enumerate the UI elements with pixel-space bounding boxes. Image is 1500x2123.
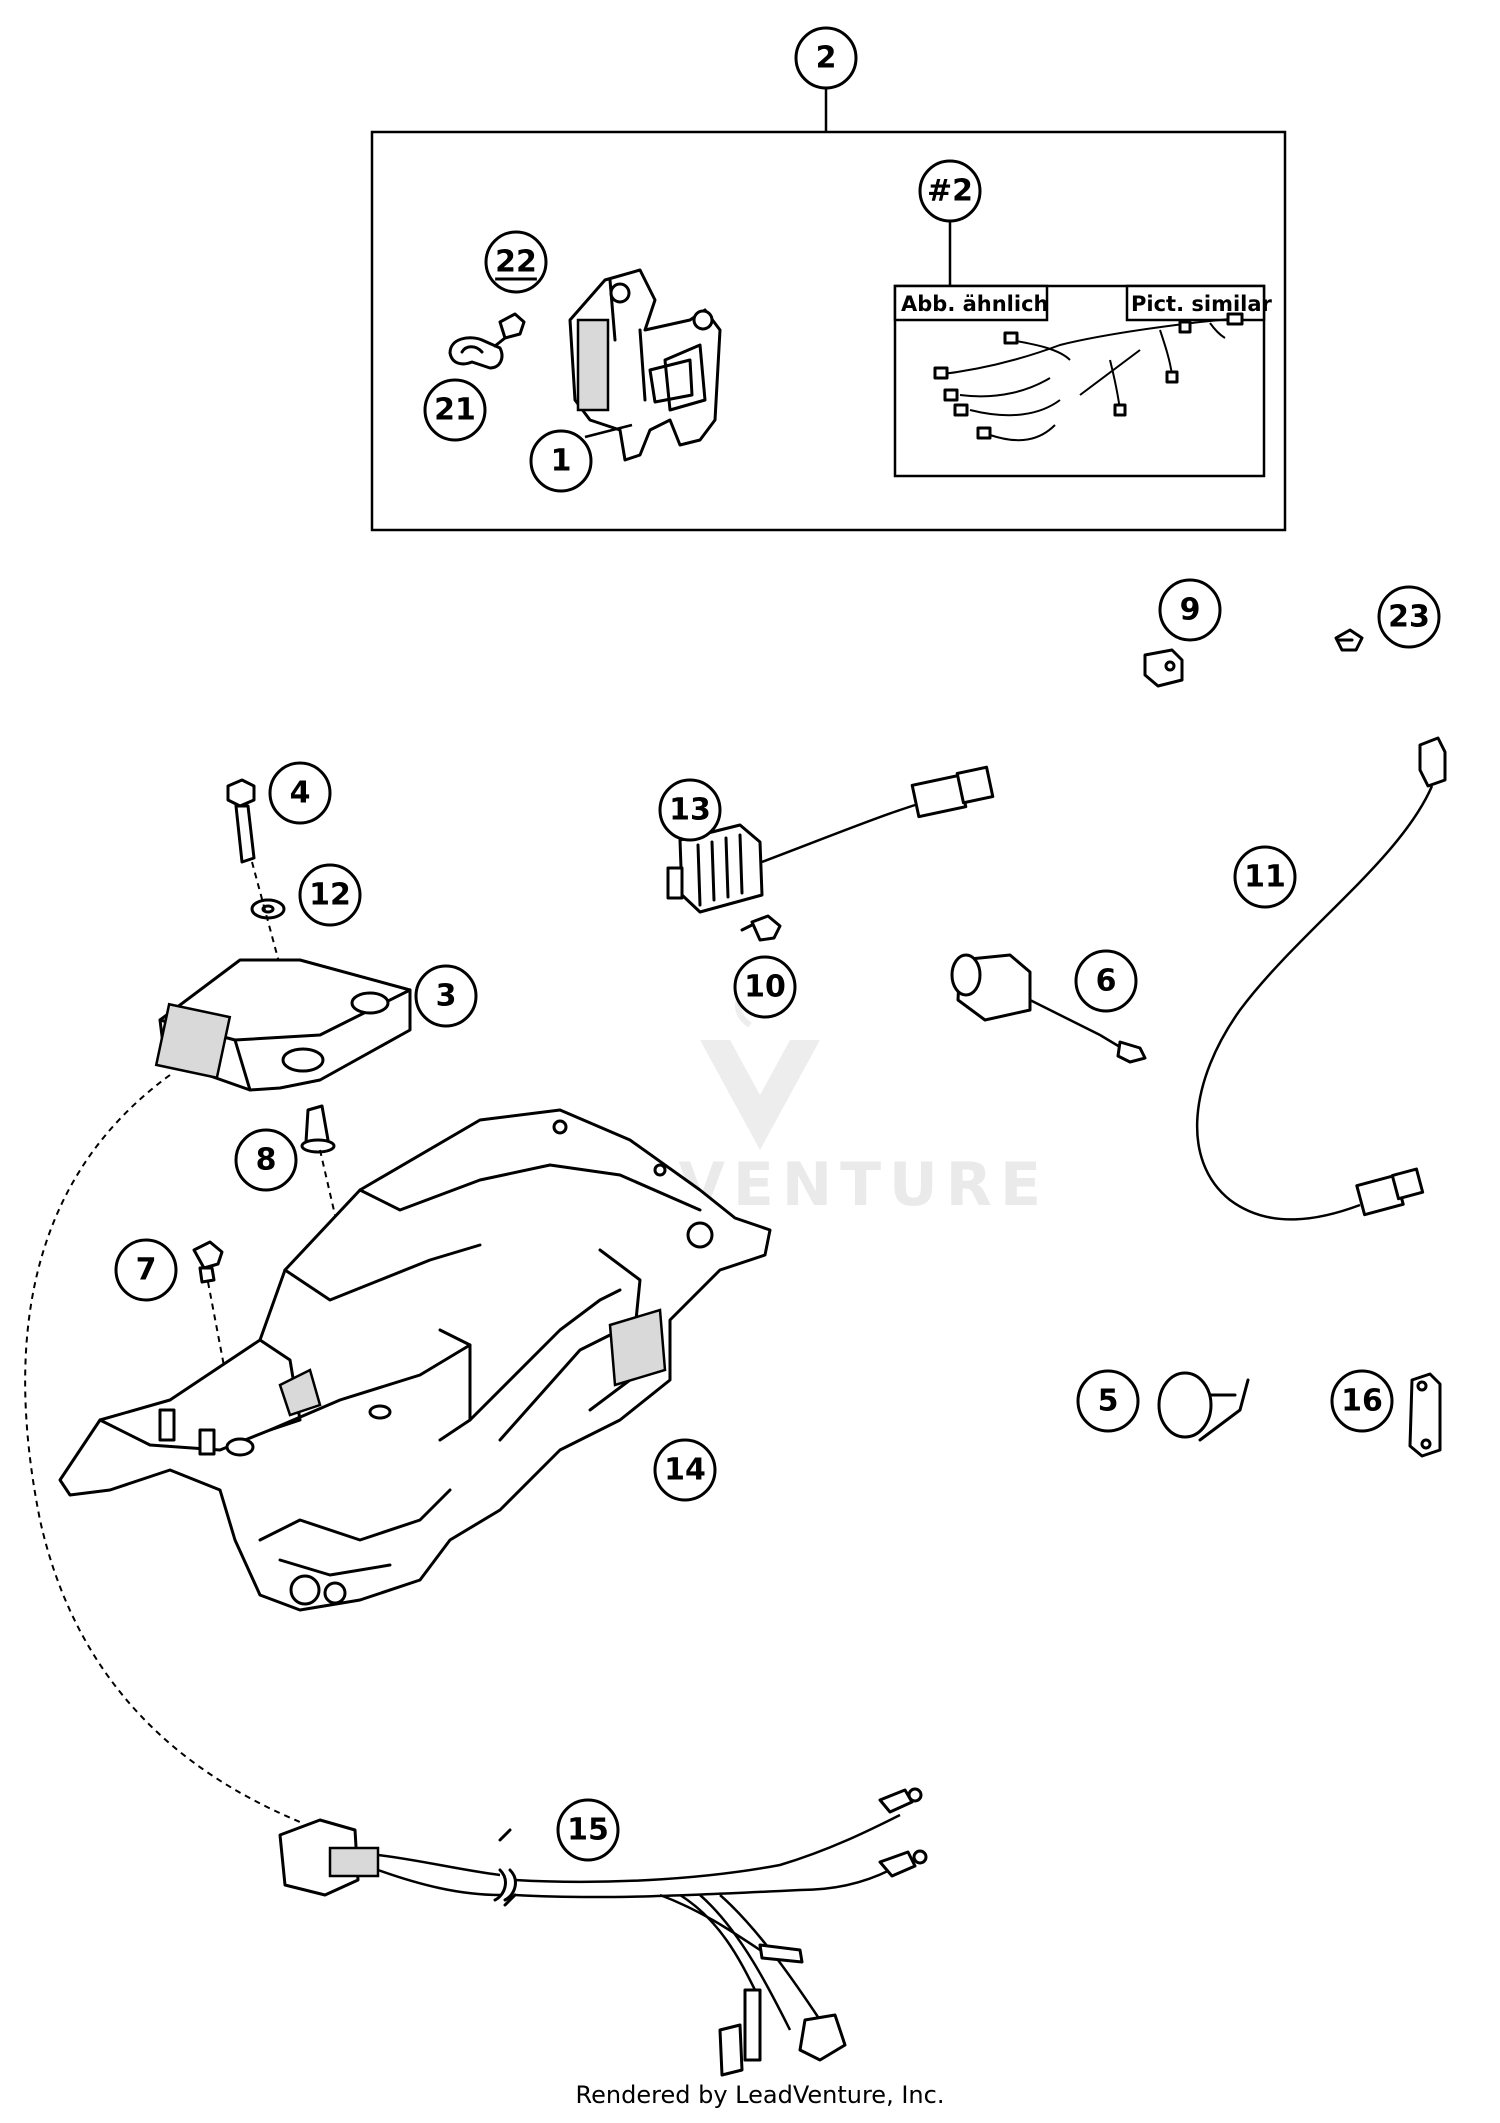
svg-text:8: 8 xyxy=(256,1143,277,1178)
grommet-part xyxy=(300,1104,336,1154)
footer-credit: Rendered by LeadVenture, Inc. xyxy=(576,2081,945,2109)
rubber-strap-part xyxy=(1408,1372,1442,1458)
svg-text:10: 10 xyxy=(744,970,786,1005)
svg-text:3: 3 xyxy=(436,979,457,1014)
svg-text:9: 9 xyxy=(1180,593,1201,628)
svg-text:22: 22 xyxy=(495,245,537,280)
callout-4: 4 xyxy=(268,761,332,825)
svg-text:14: 14 xyxy=(664,1453,706,1488)
clamp-part xyxy=(448,336,504,370)
voltage-regulator-part xyxy=(666,765,995,914)
callout-harness-2: #2 xyxy=(918,159,982,223)
svg-text:12: 12 xyxy=(309,878,351,913)
kit-box xyxy=(370,88,1287,532)
svg-text:#2: #2 xyxy=(927,174,973,209)
cable-tie-part xyxy=(1157,1371,1250,1442)
callout-22: 22 xyxy=(484,230,548,294)
rubber-cap-part xyxy=(1143,648,1184,688)
callout-3: 3 xyxy=(414,964,478,1028)
screw-part xyxy=(192,1240,224,1284)
assembly-line-bolt xyxy=(251,861,301,1041)
switch-bracket-part xyxy=(568,268,722,462)
svg-text:11: 11 xyxy=(1244,860,1286,895)
svg-text:16: 16 xyxy=(1341,1384,1383,1419)
callout-13: 13 xyxy=(658,778,722,842)
electronics-bracket-part xyxy=(58,1108,772,1612)
callout-11: 11 xyxy=(1233,845,1297,909)
svg-text:7: 7 xyxy=(136,1253,157,1288)
callout-9: 9 xyxy=(1158,578,1222,642)
callout-5: 5 xyxy=(1076,1369,1140,1433)
ecu-part xyxy=(154,958,412,1092)
callout-1: 1 xyxy=(529,429,593,493)
svg-text:5: 5 xyxy=(1098,1384,1119,1419)
pict-similar-label-en: Pict. similar xyxy=(1131,292,1273,316)
small-clip-part xyxy=(1334,628,1364,652)
small-screw-part xyxy=(493,312,526,348)
callout-21: 21 xyxy=(423,378,487,442)
callout-23: 23 xyxy=(1377,585,1441,649)
wiring-harness-icon xyxy=(933,312,1244,442)
svg-text:23: 23 xyxy=(1388,600,1430,635)
pict-similar-label-de: Abb. ähnlich xyxy=(901,292,1048,316)
callout-16: 16 xyxy=(1330,1369,1394,1433)
leader-1 xyxy=(584,423,633,439)
washer-part xyxy=(250,898,286,920)
svg-text:2: 2 xyxy=(816,41,837,76)
svg-text:6: 6 xyxy=(1096,964,1117,999)
callout-7: 7 xyxy=(114,1238,178,1302)
svg-text:15: 15 xyxy=(567,1813,609,1848)
ground-cable-part xyxy=(1195,736,1447,1221)
callout-12: 12 xyxy=(298,863,362,927)
svg-text:13: 13 xyxy=(669,793,711,828)
harness-subbox: Abb. ähnlich Pict. similar xyxy=(893,211,1273,478)
callout-6: 6 xyxy=(1074,949,1138,1013)
callout-14: 14 xyxy=(653,1438,717,1502)
sensor-part xyxy=(950,953,1147,1064)
svg-text:4: 4 xyxy=(290,776,311,811)
callout-15: 15 xyxy=(556,1798,620,1862)
callout-2: 2 xyxy=(794,26,858,90)
svg-text:1: 1 xyxy=(551,444,572,479)
bolt-part xyxy=(226,778,256,864)
callout-10: 10 xyxy=(733,955,797,1019)
ecu-harness-part xyxy=(278,1787,928,2077)
svg-text:21: 21 xyxy=(434,393,476,428)
callout-8: 8 xyxy=(234,1128,298,1192)
regulator-screw-part xyxy=(740,914,782,942)
